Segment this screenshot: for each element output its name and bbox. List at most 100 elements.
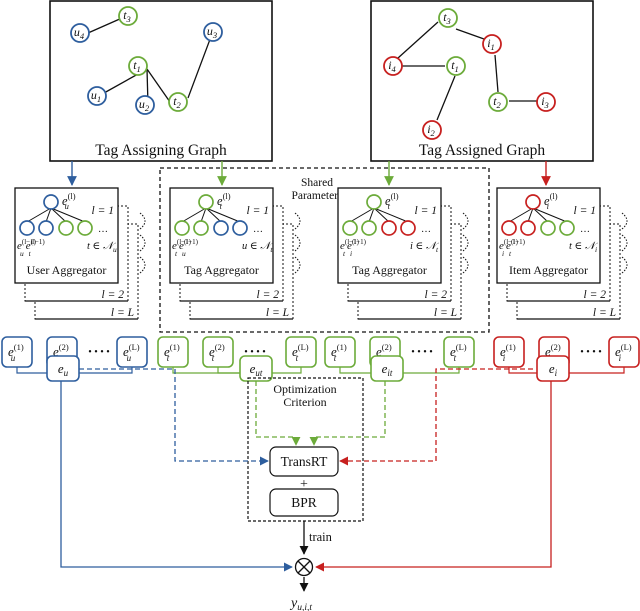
- eit-to-transrt: [309, 381, 386, 446]
- root-embedding-label: e(l)u: [62, 191, 76, 211]
- node-u2: [135, 95, 155, 115]
- child-embedding-labels: e(l−1)te(l−1)u: [172, 238, 199, 258]
- layer-embedding-label: e(2)t: [209, 342, 225, 363]
- connectors: [60, 368, 552, 592]
- node-t1: [128, 56, 148, 76]
- node-label-i2: i2: [427, 122, 435, 138]
- tree-child-node: [520, 220, 536, 236]
- child-embedding-labels: e(l−1)ue(l−1)t: [17, 238, 45, 258]
- layer-label: l = 2: [584, 289, 607, 301]
- recursive-arrow: [462, 212, 469, 230]
- recursive-arrow: [294, 212, 301, 230]
- tree-root-node: [43, 194, 59, 210]
- recursive-arrow: [139, 256, 146, 274]
- layer-embeddings-item: e(1)ie(2)ie(L)i• • • •: [493, 336, 640, 378]
- layer-label: l = 2: [102, 289, 125, 301]
- node-i4: [383, 56, 403, 76]
- node-label-u2: u2: [139, 97, 150, 113]
- node-u3: [203, 22, 223, 42]
- aggregator-name: Item Aggregator: [509, 263, 588, 277]
- neighbor-condition: i ∈ 𝒩t: [410, 241, 439, 254]
- node-label-i3: i3: [541, 94, 549, 110]
- layer-embedding-label: e(L)t: [292, 342, 309, 363]
- ei-to-transrt: [339, 368, 533, 466]
- tree-edge: [349, 207, 375, 223]
- shared-label-line2: Parameters: [291, 190, 343, 202]
- neighbor-condition: u ∈ 𝒩t: [242, 241, 273, 254]
- node-label-t1: t1: [133, 58, 141, 74]
- combined-embedding-i: [536, 355, 570, 382]
- optimization-criterion: Optimization Criterion TransRT + BPR: [247, 377, 364, 522]
- layer-ellipsis: • • • •: [244, 347, 266, 358]
- node-t3: [438, 8, 458, 28]
- recursive-arrow: [139, 212, 146, 230]
- tree-ellipsis: …: [253, 224, 263, 235]
- tree-edge: [50, 207, 67, 223]
- root-embedding-label: e(l)i: [544, 191, 558, 211]
- tree-child-node: [193, 220, 209, 236]
- layer-embedding-label: e(L)i: [615, 342, 632, 363]
- child-embedding-labels: e(l−1)te(l−1)i: [340, 238, 367, 258]
- tree-edge: [373, 207, 390, 223]
- layer-label: l = L: [266, 307, 289, 319]
- tree-child-node: [19, 220, 35, 236]
- ei-to-combine: [315, 381, 552, 572]
- tag-assigned-graph-box: [370, 0, 594, 162]
- shared-label-line1: Shared: [301, 177, 333, 189]
- eut-to-transrt: [255, 381, 301, 446]
- recursive-arrow: [139, 234, 146, 252]
- tree-root-node: [366, 194, 382, 210]
- layer-embedding-label: e(L)t: [450, 342, 467, 363]
- node-label-t1: t1: [451, 58, 459, 74]
- tag-assigned-graph-title: Tag Assigned Graph: [419, 142, 546, 159]
- layer-label-l1: l = 1: [574, 205, 596, 217]
- tree-edge: [368, 207, 375, 223]
- node-i2: [422, 120, 442, 140]
- aggregator-name: User Aggregator: [27, 263, 107, 277]
- tree-child-node: [559, 220, 575, 236]
- child-embedding-labels: e(l−1)ie(l−1)t: [499, 238, 526, 258]
- optimization-title-2: Criterion: [283, 395, 326, 409]
- tree-child-node: [232, 220, 248, 236]
- layer-ellipsis: • • • •: [88, 347, 110, 358]
- tree-child-node: [38, 220, 54, 236]
- layer-label-l1: l = 1: [247, 205, 269, 217]
- tree-child-node: [501, 220, 517, 236]
- output-label: yu,i,t: [289, 596, 312, 611]
- tree-edge: [181, 207, 207, 223]
- tree-edge: [532, 207, 549, 223]
- root-embedding-label: e(l)t: [217, 191, 231, 211]
- tag-assigning-graph-title: Tag Assigning Graph: [95, 142, 227, 159]
- node-t1: [446, 56, 466, 76]
- tree-ellipsis: …: [98, 224, 108, 235]
- layer-ellipsis: • • • •: [580, 347, 602, 358]
- layer-label: l = L: [434, 307, 457, 319]
- tree-child-node: [174, 220, 190, 236]
- plus-sign: +: [300, 477, 308, 492]
- layer-ellipsis: • • • •: [411, 347, 433, 358]
- neighbor-condition: t ∈ 𝒩i: [569, 241, 598, 254]
- tree-ellipsis: …: [580, 224, 590, 235]
- transrt-label: TransRT: [281, 454, 328, 469]
- tree-child-node: [58, 220, 74, 236]
- recursive-arrow: [294, 234, 301, 252]
- recursive-arrow: [462, 256, 469, 274]
- tree-child-node: [400, 220, 416, 236]
- layer-embedding-label: e(1)u: [8, 342, 24, 363]
- layer-embedding-label: e(L)u: [123, 342, 140, 363]
- bpr-label: BPR: [291, 495, 317, 510]
- node-label-t3: t3: [123, 8, 131, 24]
- transrt-box: [269, 446, 339, 477]
- node-label-u1: u1: [91, 88, 101, 104]
- tree-child-node: [361, 220, 377, 236]
- tree-edge: [26, 207, 52, 223]
- node-t3: [118, 6, 138, 26]
- bpr-box: [269, 488, 339, 517]
- node-t2: [488, 92, 508, 112]
- layer-embedding-label: e(1)i: [500, 342, 516, 363]
- layer-label: l = 2: [425, 289, 448, 301]
